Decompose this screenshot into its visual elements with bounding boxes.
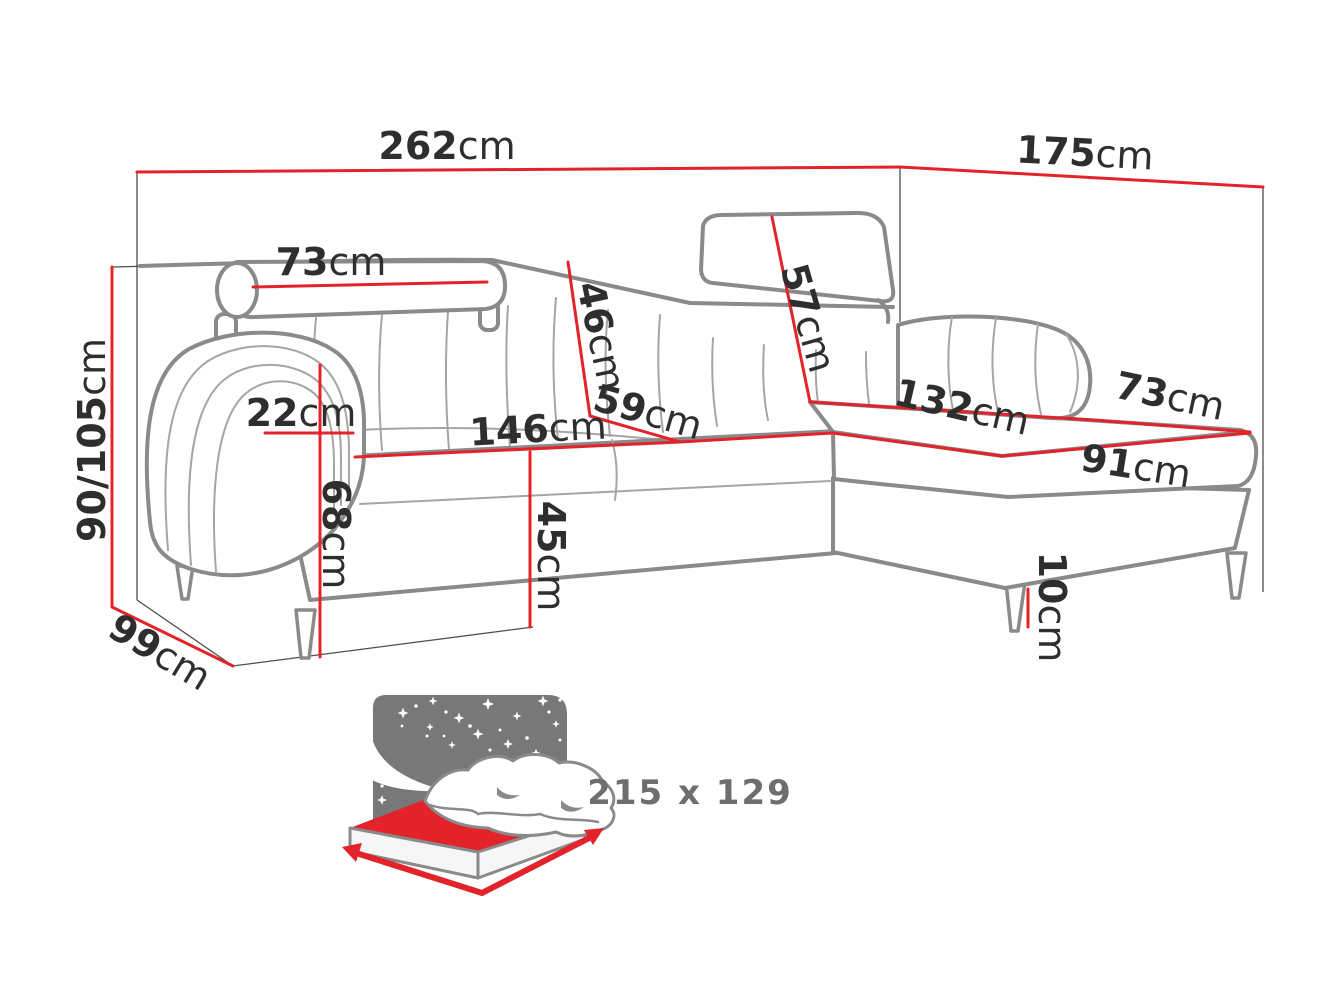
sleeping-function-icon: 215 x 129	[342, 695, 793, 896]
dim-91: 91cm	[1078, 436, 1194, 497]
pillow-shadow	[561, 800, 584, 812]
seat-back-junction	[357, 426, 677, 442]
pillow-shadow	[497, 787, 520, 799]
dim-line-262	[135, 165, 902, 174]
backrest-seam	[657, 314, 664, 433]
dim-10: 10cm	[1030, 552, 1074, 663]
left-armrest-channel	[187, 363, 342, 566]
right-armrest-end-curve	[1065, 333, 1079, 413]
chaise	[808, 400, 1259, 590]
dim-line-175	[898, 165, 1265, 189]
dim-90-105: 90/105cm	[70, 338, 114, 542]
left-armrest-channel	[212, 380, 335, 573]
dim-line-99	[110, 605, 235, 668]
dimension-lines	[110, 165, 1265, 668]
backrest-seam	[762, 344, 769, 421]
bolster-end-cap	[215, 261, 259, 319]
dim-line-146	[353, 440, 682, 459]
dim-262: 262cm	[378, 124, 515, 168]
dim-line-46	[566, 260, 592, 418]
dim-line-57	[770, 215, 812, 404]
left-armrest-body	[144, 330, 366, 578]
right-headrest-cushion	[699, 211, 896, 304]
backrest-seam	[444, 310, 450, 451]
right-armrest-channel	[947, 316, 954, 411]
chaise-cushion	[808, 400, 1259, 499]
leg-chaise-right	[1225, 551, 1248, 600]
dim-73-chaise: 73cm	[1111, 363, 1229, 429]
dim-175: 175cm	[1015, 127, 1154, 178]
headrest-bolster	[214, 259, 508, 350]
backrest-seam	[711, 337, 718, 427]
right-armrest-roll	[896, 314, 1093, 421]
seat-cushion-bottom-seam	[359, 480, 831, 505]
left-armrest	[144, 330, 366, 578]
sofa-legs	[175, 551, 1248, 660]
left-armrest-channel	[164, 345, 350, 551]
dim-45: 45cm	[529, 501, 573, 612]
width-arrow	[353, 850, 485, 896]
right-armrest	[896, 314, 1093, 421]
dim-line-59	[588, 414, 682, 444]
leg-front-left	[294, 608, 317, 660]
arrowhead-left-icon	[342, 843, 362, 862]
right-headrest	[699, 211, 896, 324]
backrest-seam	[505, 305, 511, 449]
dim-146: 146cm	[468, 403, 607, 454]
dim-46: 46cm	[568, 277, 634, 395]
dim-line-73-headrest	[251, 280, 489, 289]
right-headrest-hinge	[876, 298, 891, 324]
moon-crescent-icon	[368, 730, 448, 792]
backrest-seam	[552, 297, 559, 441]
dim-22: 22cm	[246, 391, 357, 435]
dim-68: 68cm	[314, 479, 358, 590]
right-armrest-channel	[991, 317, 999, 413]
dim-line-91	[1000, 431, 1252, 458]
length-arrow	[479, 832, 598, 896]
right-armrest-channel	[1034, 323, 1042, 415]
dim-99: 99cm	[101, 605, 219, 700]
dim-line-seat-extension	[678, 431, 835, 444]
dim-73-headrest: 73cm	[276, 240, 387, 284]
arrowhead-right-icon	[584, 828, 604, 845]
dim-line-132-73	[808, 400, 1252, 434]
dim-line-chaise-near-left	[831, 431, 1004, 458]
duvet-fold-line	[428, 803, 600, 824]
sleeping-area-size: 215 x 129	[587, 773, 793, 813]
backrest-seam	[378, 313, 383, 451]
